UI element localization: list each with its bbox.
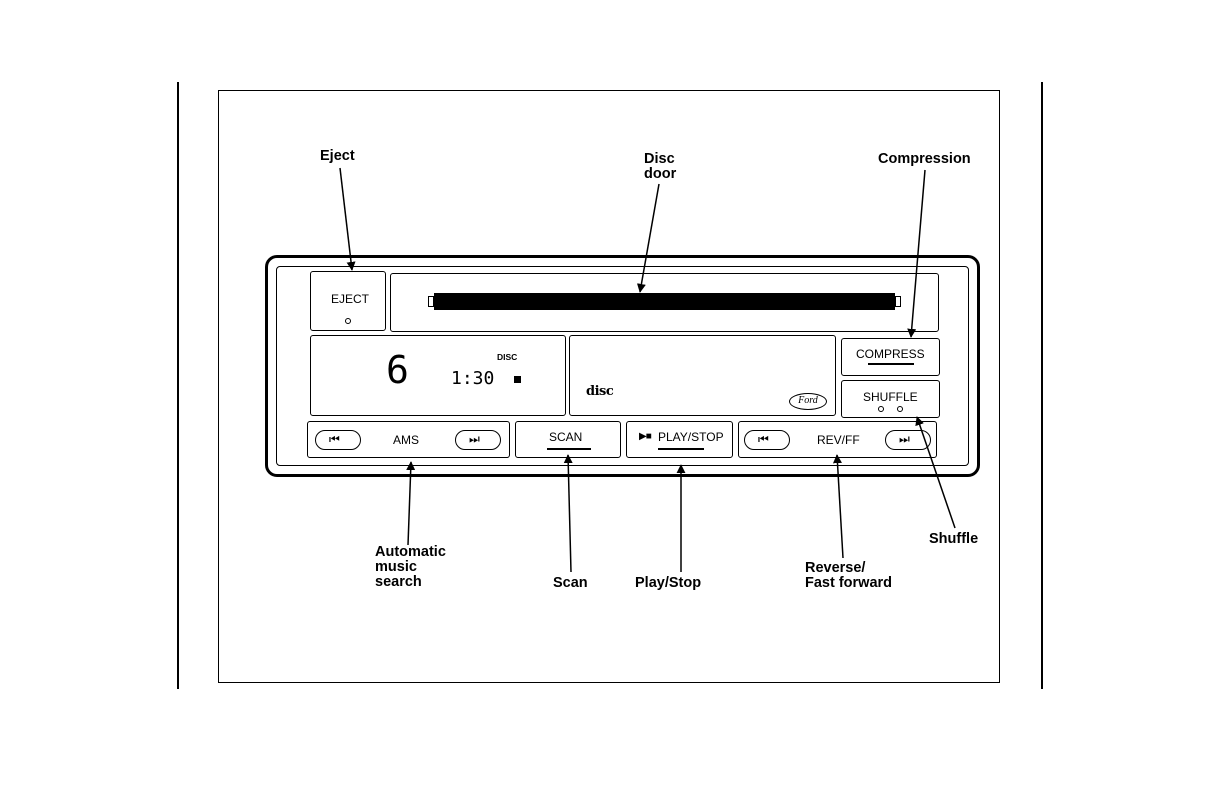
callout-ams: Automatic music search xyxy=(375,545,446,590)
ams-label: AMS xyxy=(393,433,419,447)
shuffle-label: SHUFFLE xyxy=(863,390,918,404)
track-time-readout: 1:30 xyxy=(451,368,494,389)
scan-button[interactable]: SCAN xyxy=(515,421,621,458)
callout-rev-ff: Reverse/ Fast forward xyxy=(805,561,892,591)
ford-logo: Ford xyxy=(789,393,827,410)
shuffle-indicator-led-2 xyxy=(897,406,903,412)
callout-eject: Eject xyxy=(320,149,355,164)
disc-number-readout: 6 xyxy=(386,350,409,390)
play-stop-icon: ▶■ xyxy=(639,431,651,442)
disc-slot xyxy=(434,293,895,310)
ams-next-icon: ⏭ xyxy=(469,432,480,447)
lcd-display: 6 1:30 DISC xyxy=(310,335,566,416)
ff-icon: ⏭ xyxy=(899,432,910,447)
eject-label: EJECT xyxy=(331,292,369,306)
scan-label: SCAN xyxy=(549,430,582,444)
rev-icon: ⏮ xyxy=(758,432,769,447)
callout-shuffle: Shuffle xyxy=(929,532,978,547)
callout-compression: Compression xyxy=(878,152,971,167)
scan-underline xyxy=(547,448,591,450)
callout-scan: Scan xyxy=(553,576,588,591)
disc-slot-right-cap xyxy=(895,296,901,307)
eject-button[interactable]: EJECT xyxy=(310,271,386,331)
compress-underline xyxy=(868,363,914,365)
page-rule-left xyxy=(177,82,179,689)
rev-button[interactable]: ⏮ xyxy=(744,430,790,450)
rev-ff-label: REV/FF xyxy=(817,433,860,447)
shuffle-button[interactable]: SHUFFLE xyxy=(841,380,940,418)
shuffle-indicator-led-1 xyxy=(878,406,884,412)
eject-indicator-led xyxy=(345,318,351,324)
ams-next-button[interactable]: ⏭ xyxy=(455,430,501,450)
compress-label: COMPRESS xyxy=(856,347,925,361)
callout-play-stop: Play/Stop xyxy=(635,576,701,591)
ff-button[interactable]: ⏭ xyxy=(885,430,931,450)
disc-slot-left-cap xyxy=(428,296,434,307)
stop-indicator xyxy=(514,376,521,383)
play-stop-button[interactable]: ▶■ PLAY/STOP xyxy=(626,421,733,458)
page-rule-right xyxy=(1041,82,1043,689)
center-window: disc Ford xyxy=(569,335,836,416)
compact-disc-logo: disc xyxy=(586,384,613,399)
ams-prev-button[interactable]: ⏮ xyxy=(315,430,361,450)
play-stop-underline xyxy=(658,448,704,450)
callout-disc-door: Disc door xyxy=(644,152,676,182)
play-stop-label: PLAY/STOP xyxy=(658,430,724,444)
compress-button[interactable]: COMPRESS xyxy=(841,338,940,376)
disc-tag: DISC xyxy=(497,352,517,362)
ams-prev-icon: ⏮ xyxy=(329,432,340,447)
